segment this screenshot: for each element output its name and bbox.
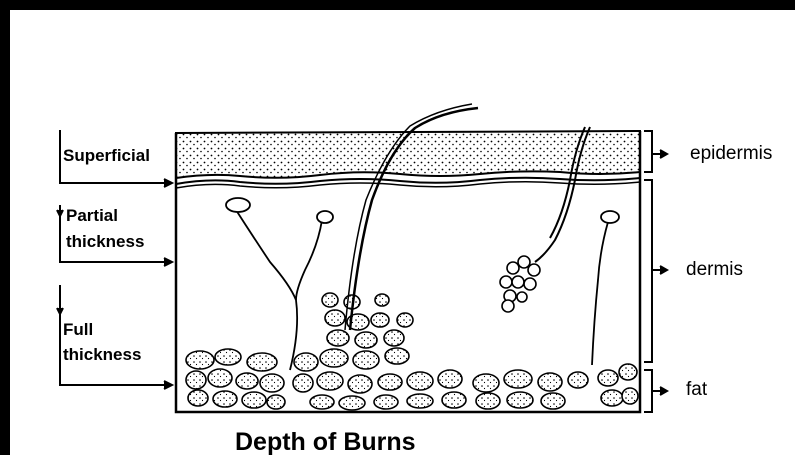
nerve-endings	[226, 198, 619, 370]
partial-thickness-label-line2: thickness	[66, 232, 144, 252]
dermis-bracket	[644, 180, 652, 362]
full-thickness-label-line1: Full	[63, 320, 93, 340]
layer-brackets	[644, 131, 667, 412]
superficial-label: Superficial	[63, 146, 150, 166]
epidermis-bracket	[644, 131, 652, 172]
skin-section	[176, 104, 640, 412]
epidermis-label: epidermis	[690, 143, 772, 165]
diagram-title: Depth of Burns	[235, 428, 416, 457]
fat-cells	[186, 293, 638, 410]
full-thickness-label-line2: thickness	[63, 345, 141, 365]
fat-label: fat	[686, 379, 707, 401]
dermis-label: dermis	[686, 259, 743, 281]
fat-bracket	[644, 370, 652, 412]
epidermis-layer	[176, 131, 640, 178]
partial-thickness-label-line1: Partial	[66, 206, 118, 226]
